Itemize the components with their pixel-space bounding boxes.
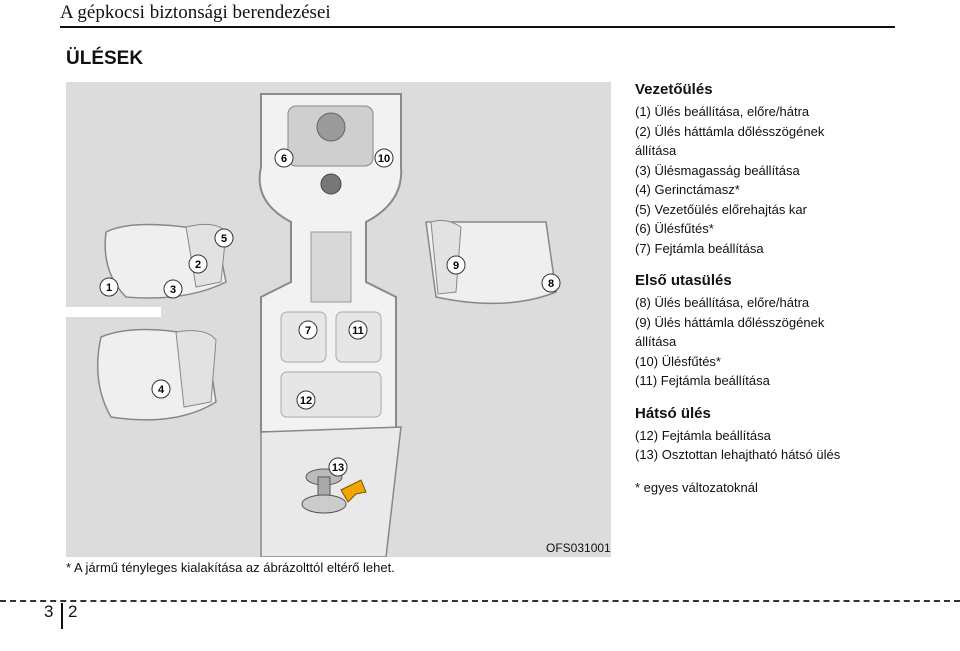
page-number-separator — [61, 603, 63, 629]
legend-group: Hátsó ülés (12) Fejtámla beállítása (13) O… — [635, 404, 955, 465]
footnote: * A jármű tényleges kialakítása az ábráz… — [66, 560, 395, 575]
legend: Vezetőülés (1) Ülés beállítása, előre/hát… — [635, 80, 955, 497]
legend-item: (12) Fejtámla beállítása — [635, 426, 955, 446]
legend-item-line: állítása — [635, 143, 677, 158]
seat-diagram: 1 2 3 4 5 6 7 8 9 10 11 12 13 OFS031001 — [66, 82, 611, 557]
legend-item-line: (11) Fejtámla beállítása — [635, 373, 770, 388]
legend-item-line: (12) Fejtámla beállítása — [635, 427, 771, 443]
legend-item: (11) Fejtámla beállítása — [635, 371, 955, 391]
callout-12: 12 — [300, 395, 312, 407]
legend-item: (3) Ülésmagasság beállítása — [635, 161, 955, 181]
legend-item-line: állítása — [635, 334, 677, 349]
seat-illustration: 1 2 3 4 5 6 7 8 9 10 11 12 13 — [66, 93, 561, 557]
legend-item-line: (7) Fejtámla beállítása — [635, 240, 764, 256]
callout-11: 11 — [352, 325, 364, 337]
legend-item-line: (9) Ülés háttámla dőlésszögének — [635, 314, 825, 330]
legend-note: * egyes változatoknál — [635, 479, 758, 495]
legend-item: (8) Ülés beállítása, előre/hátra — [635, 293, 955, 313]
running-head: A gépkocsi biztonsági berendezései — [60, 2, 331, 23]
legend-item: (9) Ülés háttámla dőlésszögének állítása — [635, 313, 955, 352]
callout-13: 13 — [332, 462, 344, 474]
callout-5: 5 — [221, 233, 227, 245]
legend-item-line: (5) Vezetőülés előrehajtás kar — [635, 201, 807, 217]
page-number: 2 — [68, 602, 78, 621]
legend-item-line: (13) Osztottan lehajtható hátsó ülés — [635, 447, 841, 462]
legend-item-line: (3) Ülésmagasság beállítása — [635, 162, 800, 178]
legend-group: Vezetőülés (1) Ülés beállítása, előre/hát… — [635, 80, 955, 258]
callout-markers — [99, 148, 561, 477]
legend-item: (2) Ülés háttámla dőlésszögének állítása — [635, 122, 955, 161]
legend-item: (6) Ülésfűtés* — [635, 219, 955, 239]
legend-item-line: (1) Ülés beállítása, előre/hátra — [635, 104, 810, 119]
legend-item: (7) Fejtámla beállítása — [635, 239, 955, 259]
legend-item-line: (2) Ülés háttámla dőlésszögének — [635, 123, 825, 139]
legend-item-line: (4) Gerinctámasz* — [635, 182, 740, 197]
legend-item: (10) Ülésfűtés* — [635, 352, 955, 372]
legend-item-line: (10) Ülésfűtés* — [635, 353, 721, 369]
callout-2: 2 — [195, 259, 201, 271]
callout-10: 10 — [378, 153, 390, 165]
legend-item: (1) Ülés beállítása, előre/hátra — [635, 102, 955, 122]
callout-1: 1 — [106, 282, 112, 294]
callout-8: 8 — [548, 278, 554, 290]
header-rule — [60, 26, 895, 28]
callout-6: 6 — [281, 153, 287, 165]
legend-item-line: (8) Ülés beállítása, előre/hátra — [635, 295, 810, 310]
footer-dashed-rule — [0, 600, 960, 602]
callout-7: 7 — [305, 325, 311, 337]
legend-group-title: Első utasülés — [635, 272, 732, 289]
callout-3: 3 — [170, 284, 176, 296]
callout-9: 9 — [453, 260, 459, 272]
callout-4: 4 — [158, 384, 165, 396]
legend-group: Első utasülés (8) Ülés beállítása, előre/… — [635, 271, 955, 391]
legend-group-title: Hátsó ülés — [635, 404, 711, 422]
figure-code: OFS031001 — [546, 541, 611, 555]
section-title: ÜLÉSEK — [66, 48, 144, 69]
legend-item: (13) Osztottan lehajtható hátsó ülés — [635, 445, 955, 465]
chapter-number: 3 — [44, 602, 56, 621]
legend-group-title: Vezetőülés — [635, 81, 713, 98]
legend-item-line: (6) Ülésfűtés* — [635, 221, 714, 236]
legend-item: (4) Gerinctámasz* — [635, 180, 955, 200]
legend-item: (5) Vezetőülés előrehajtás kar — [635, 200, 955, 220]
